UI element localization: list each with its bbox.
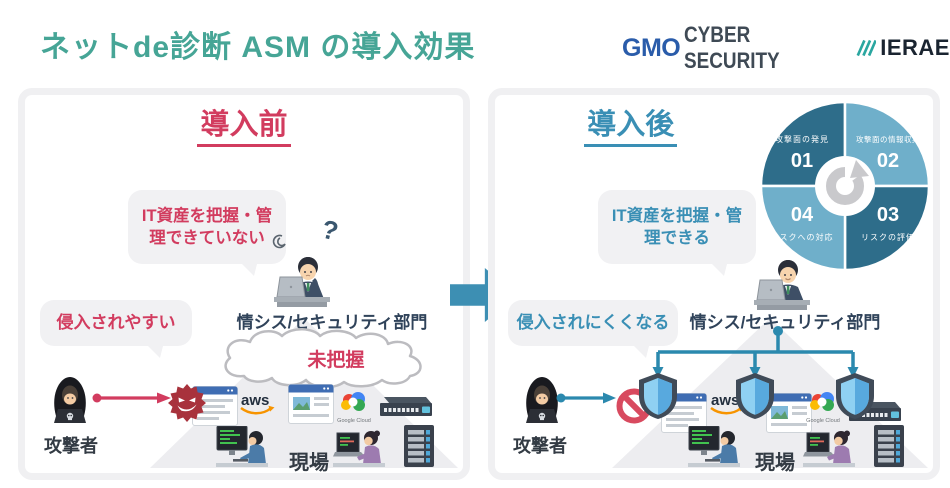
before-panel: 導入前 IT資産を把握・管 理できていない ? 情シス/セキュリティ部門 侵入さ… <box>18 88 470 480</box>
shield-icon <box>833 372 877 420</box>
cycle-step4-num: 04 <box>791 204 814 226</box>
developer-illustration <box>216 426 272 468</box>
unknown-cloud-label: 未把握 <box>307 350 365 371</box>
dizzy-swirl-icon <box>272 234 286 249</box>
attacker-label-after: 攻撃者 <box>513 436 567 456</box>
attacker-illustration <box>48 374 92 426</box>
asset-bubble-after-line1: IT資産を把握・管 <box>611 206 743 225</box>
malware-devil-icon <box>168 384 206 422</box>
shield-icon <box>733 372 777 420</box>
asm-cycle-diagram: 攻撃面の発見 01 攻撃面の情報収集 02 03 リスクの評価 04 リスクへの… <box>759 100 931 272</box>
intrusion-bubble-after: 侵入されにくくなる <box>508 300 678 346</box>
asset-bubble-before: IT資産を把握・管 理できていない <box>128 190 286 264</box>
cycle-step2-num: 02 <box>877 150 899 172</box>
page-title: ネットde診断 ASM の導入効果 <box>40 31 476 64</box>
question-mark: ? <box>318 213 342 247</box>
cycle-step1-num: 01 <box>791 150 813 172</box>
ierae-wordmark: IERAE <box>880 35 950 60</box>
developer-woman-illustration <box>333 428 385 468</box>
it-staff-happy-illustration <box>752 250 812 312</box>
after-panel: 導入後 攻撃面の発見 01 攻撃面の情報収集 02 03 リスクの評価 04 リ… <box>488 88 940 480</box>
shield-icon <box>636 372 680 420</box>
google-cloud-logo <box>337 388 371 426</box>
after-title: 導入後 <box>495 101 767 147</box>
attacker-label-before: 攻撃者 <box>44 436 98 456</box>
ierae-chevron-icon <box>856 39 877 57</box>
server-tower-icon <box>872 424 906 468</box>
cycle-step3-num: 03 <box>877 204 899 226</box>
unknown-cloud-shape <box>224 328 422 389</box>
cycle-step3-label: リスクの評価 <box>861 232 915 242</box>
asset-bubble-before-line2: 理できていない <box>149 229 265 247</box>
intrusion-bubble-before-text: 侵入されやすい <box>56 312 176 332</box>
asset-bubble-after-line2: 理できる <box>644 229 710 247</box>
it-staff-worried-illustration <box>272 247 332 309</box>
before-title: 導入前 <box>25 101 463 147</box>
cycle-step4-label: リスクへの対応 <box>771 232 834 242</box>
gmo-wordmark: GMO <box>622 33 681 62</box>
developer-woman-illustration <box>803 428 855 468</box>
server-tower-icon <box>402 424 436 468</box>
monitoring-connector-lines <box>652 326 859 378</box>
dept-label-after: 情シス/セキュリティ部門 <box>689 313 881 332</box>
aws-logo <box>238 391 276 417</box>
field-label-before: 現場 <box>289 452 329 474</box>
intrusion-bubble-after-text: 侵入されにくくなる <box>516 312 670 332</box>
cyber-security-wordmark: CYBER SECURITY <box>684 22 780 73</box>
asset-bubble-before-line1: IT資産を把握・管 <box>141 206 273 225</box>
website-window-icon <box>288 384 334 424</box>
field-label-after: 現場 <box>755 452 795 474</box>
attack-arrow-blocked <box>556 392 616 404</box>
cycle-step1-label: 攻撃面の発見 <box>775 134 829 144</box>
cycle-step2-label: 攻撃面の情報収集 <box>856 134 920 144</box>
company-logo: GMO CYBER SECURITY IERAE <box>622 22 950 73</box>
network-switch-icon <box>378 393 434 419</box>
attack-arrow-red <box>92 392 171 404</box>
intrusion-bubble-before: 侵入されやすい <box>40 300 192 346</box>
dept-label-before: 情シス/セキュリティ部門 <box>236 313 428 332</box>
asset-bubble-after: IT資産を把握・管 理できる <box>598 190 756 264</box>
